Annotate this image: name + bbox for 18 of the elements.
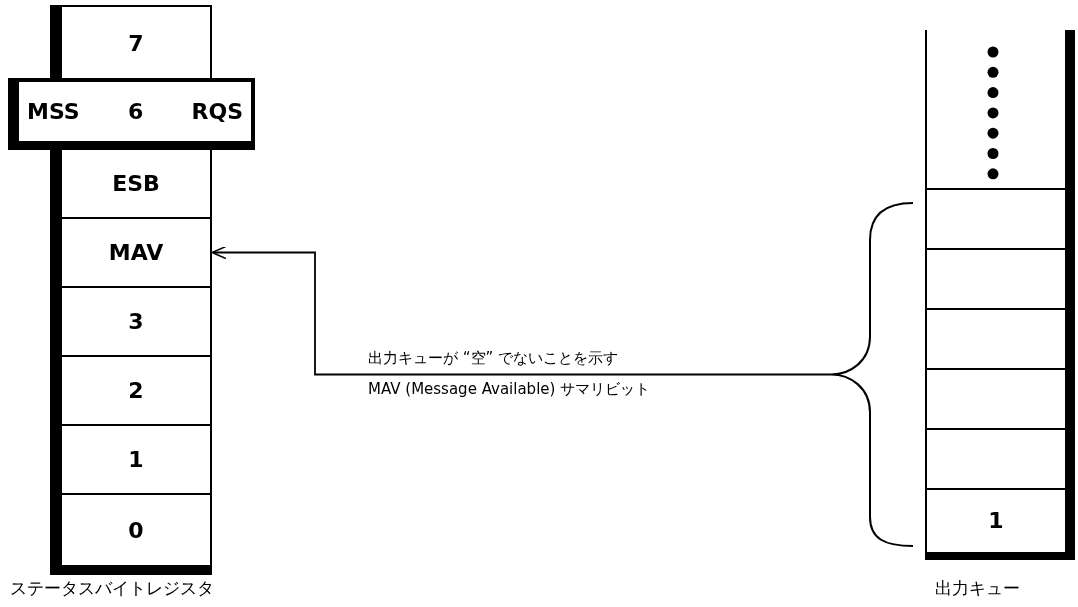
- register-cell: MAV: [50, 217, 212, 288]
- bit-label: MSS: [27, 99, 80, 124]
- brace: [830, 202, 915, 547]
- queue-cell: 1: [927, 488, 1065, 550]
- register-cell: 7: [50, 5, 212, 81]
- register-cell: [8, 78, 255, 150]
- register-cell: 1: [50, 424, 212, 495]
- arrow: [211, 245, 832, 376]
- bit-label: 6: [127, 99, 144, 124]
- register-cell: ESB: [50, 148, 212, 219]
- register-cell: 2: [50, 355, 212, 426]
- register-cell: 3: [50, 286, 212, 357]
- queue-box: [925, 30, 1075, 560]
- bit-label: RQS: [191, 99, 243, 124]
- node-label: 出力キュー: [935, 577, 1020, 600]
- caption: ステータスバイトレジスタ: [10, 577, 214, 600]
- edge-label: 出力キューが “空” でないことを示す MAV (Message Available) サマリビット: [368, 348, 652, 400]
- register-cell: 0: [50, 493, 212, 575]
